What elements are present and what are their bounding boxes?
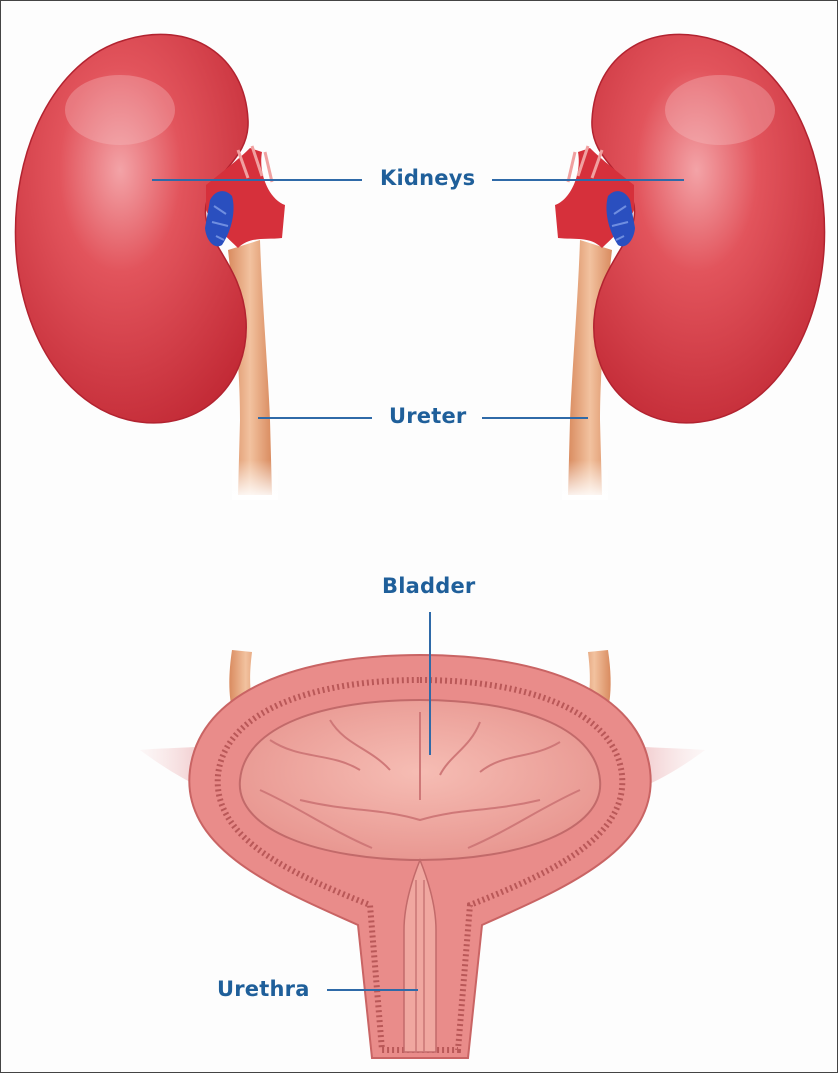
urethra-label: Urethra	[217, 979, 310, 1000]
bladder-label: Bladder	[382, 576, 475, 597]
ureter-label: Ureter	[389, 406, 467, 427]
kidneys-label: Kidneys	[380, 168, 475, 189]
